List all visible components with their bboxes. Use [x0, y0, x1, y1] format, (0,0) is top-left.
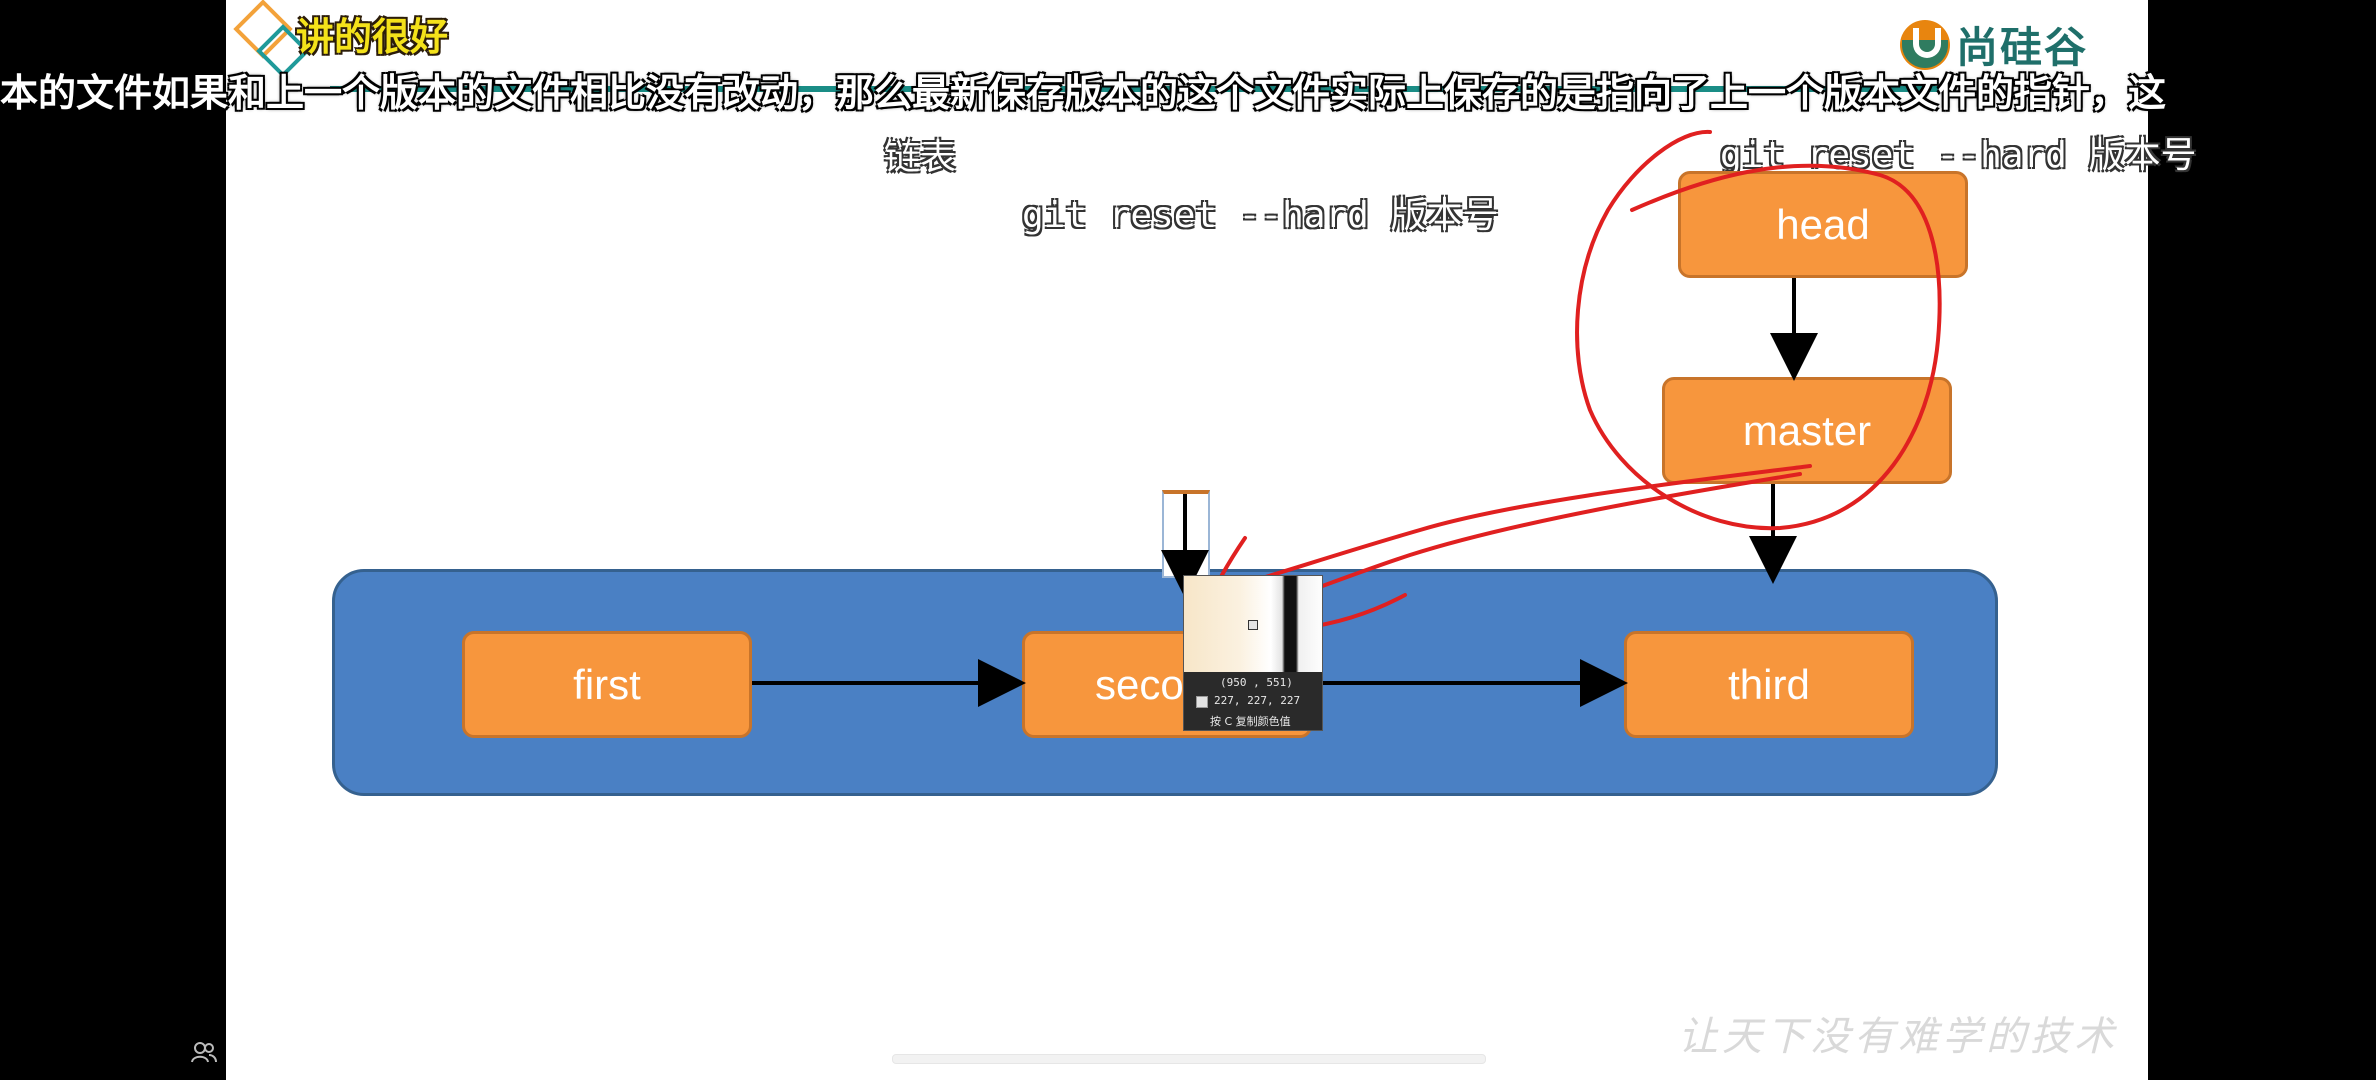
title-divider	[330, 86, 1950, 92]
badge-text: 讲的很好	[296, 15, 449, 59]
logo-text: 尚硅谷	[1956, 23, 2089, 72]
subtitle-caption: 本的文件如果和上一个版本的文件相比没有改动，那么最新保存版本的这个文件实际上保存…	[0, 71, 2167, 115]
node-third-label: third	[1728, 660, 1810, 708]
node-second-label: seco	[1095, 660, 1184, 708]
color-picker-popup: (950 , 551) 227, 227, 227 按 C 复制颜色值	[1183, 575, 1323, 731]
pointer-fragment	[1162, 490, 1210, 578]
user-group-icon[interactable]	[190, 1040, 218, 1064]
picker-coordinates: (950 , 551)	[1220, 676, 1293, 689]
node-master-label: master	[1742, 406, 1872, 454]
node-third: third	[1624, 631, 1914, 738]
node-head: head	[1678, 171, 1968, 278]
command-label-middle: git reset --hard 版本号	[1022, 195, 1499, 236]
picker-color-swatch	[1196, 696, 1208, 708]
node-first: first	[462, 631, 752, 738]
node-master: master	[1662, 377, 1952, 484]
node-head-label: head	[1776, 200, 1870, 248]
picker-rgb-value: 227, 227, 227	[1214, 694, 1301, 707]
node-first-label: first	[573, 660, 641, 708]
picker-copy-hint: 按 C 复制颜色值	[1210, 715, 1291, 728]
watermark-slogan: 让天下没有难学的技术	[1678, 1014, 2118, 1060]
linked-list-label: 链表	[884, 137, 957, 178]
logo-mark-icon	[1900, 19, 1950, 70]
brand-logo: 尚硅谷	[1900, 14, 2088, 75]
playback-progress-track[interactable]	[892, 1054, 1486, 1064]
picker-crosshair-icon	[1248, 620, 1258, 630]
